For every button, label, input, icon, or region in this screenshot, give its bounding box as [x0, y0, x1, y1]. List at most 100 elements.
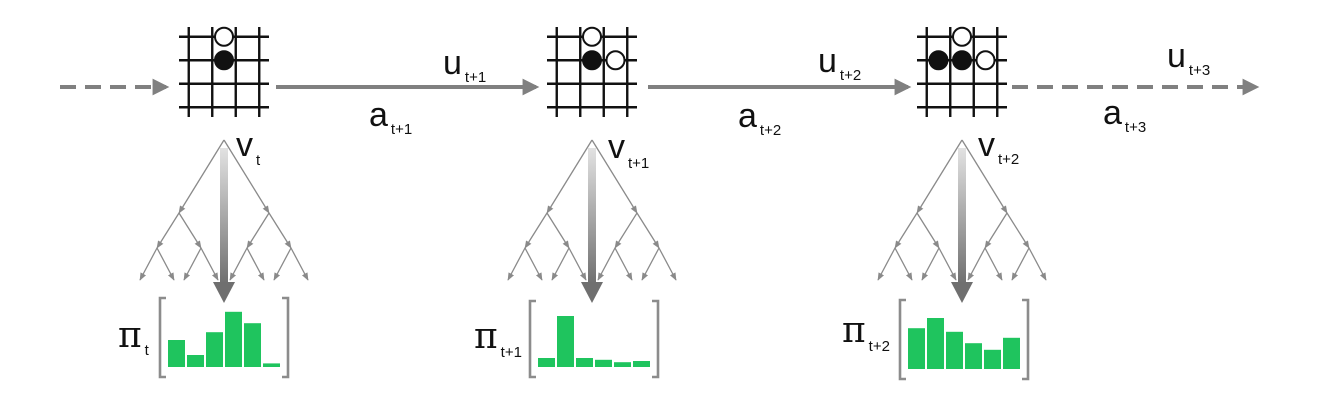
tree-edge: [921, 247, 940, 281]
policy-down-arrow: [958, 148, 966, 284]
tree-edge: [546, 212, 570, 249]
tree-edge: [139, 247, 158, 281]
policy-bar: [187, 355, 204, 367]
tree-edge: [614, 247, 633, 281]
tree-edge: [984, 247, 1003, 281]
tree-edge: [1028, 247, 1047, 281]
tree-edge: [614, 212, 638, 249]
tree-edge: [183, 247, 202, 281]
policy-bar: [633, 361, 650, 367]
pi-main: π: [474, 316, 498, 357]
tree-edge: [223, 139, 270, 214]
tree-edge: [178, 139, 225, 214]
tree-edge: [984, 212, 1008, 249]
search-tree: [507, 139, 677, 303]
white-stone: [975, 50, 996, 71]
policy-bar: [927, 318, 944, 369]
white-stone: [605, 50, 626, 71]
u-sub: t+3: [1189, 62, 1210, 79]
u-main: u: [443, 44, 462, 82]
tree-edge: [273, 247, 292, 281]
pi-sub: t+2: [869, 338, 890, 355]
tree-edge: [658, 247, 677, 281]
a-main: a: [369, 96, 388, 134]
policy-distribution: [158, 296, 290, 379]
pi-main: π: [118, 315, 142, 356]
a-main: a: [1103, 94, 1122, 132]
tree-edge: [894, 212, 918, 249]
policy-down-arrow: [588, 148, 596, 284]
policy-bar: [908, 328, 925, 369]
right-bracket: [282, 296, 290, 379]
black-stone: [582, 50, 602, 71]
pi-sub: t+1: [501, 344, 522, 361]
policy-bar: [984, 349, 1001, 369]
tree-edge: [524, 247, 543, 281]
policy-distribution: [898, 298, 1030, 381]
u-main: u: [818, 42, 837, 80]
tree-edge: [877, 247, 896, 281]
policy-bar: [614, 362, 631, 367]
policy-bar: [965, 343, 982, 369]
black-stone: [214, 50, 234, 71]
policy-distribution: [528, 299, 660, 379]
policy-bar: [206, 332, 223, 367]
pi-main: π: [842, 310, 866, 351]
tree-edge: [916, 139, 963, 214]
tree-edge: [507, 247, 526, 281]
tree-edge: [156, 247, 175, 281]
black-stone: [928, 50, 949, 71]
tree-edge: [229, 247, 248, 281]
search-tree: [139, 139, 309, 303]
tree-edge: [636, 212, 660, 249]
left-bracket: [898, 298, 906, 381]
go-board: [917, 26, 1007, 117]
policy-bar: [595, 359, 612, 367]
tree-edge: [961, 139, 1008, 214]
tree-edge: [178, 212, 202, 249]
u-main: u: [1167, 37, 1186, 75]
tree-edge: [290, 247, 309, 281]
tree-edge: [568, 247, 587, 281]
policy-bar: [244, 323, 261, 367]
policy-bar: [557, 316, 574, 367]
right-bracket: [1022, 298, 1030, 381]
white-stone: [214, 26, 234, 47]
white-stone: [952, 26, 972, 47]
left-bracket: [528, 299, 536, 379]
tree-edge: [1011, 247, 1030, 281]
tree-edge: [1006, 212, 1030, 249]
right-bracket: [652, 299, 660, 379]
tree-edge: [916, 212, 940, 249]
v-sub: t+2: [998, 151, 1019, 168]
black-stone: [952, 50, 972, 71]
tree-edge: [551, 247, 570, 281]
a-sub: t+3: [1125, 119, 1146, 136]
tree-edge: [246, 212, 270, 249]
tree-edge: [524, 212, 548, 249]
policy-down-arrow-head: [951, 282, 973, 303]
policy-bar: [576, 358, 593, 367]
tree-edge: [641, 247, 660, 281]
a-sub: t+1: [391, 121, 412, 138]
policy-bar: [1003, 337, 1020, 369]
policy-down-arrow-head: [581, 282, 603, 303]
a-main: a: [738, 97, 757, 135]
a-sub: t+2: [760, 122, 781, 139]
tree-edge: [591, 139, 638, 214]
policy-down-arrow-head: [213, 282, 235, 303]
